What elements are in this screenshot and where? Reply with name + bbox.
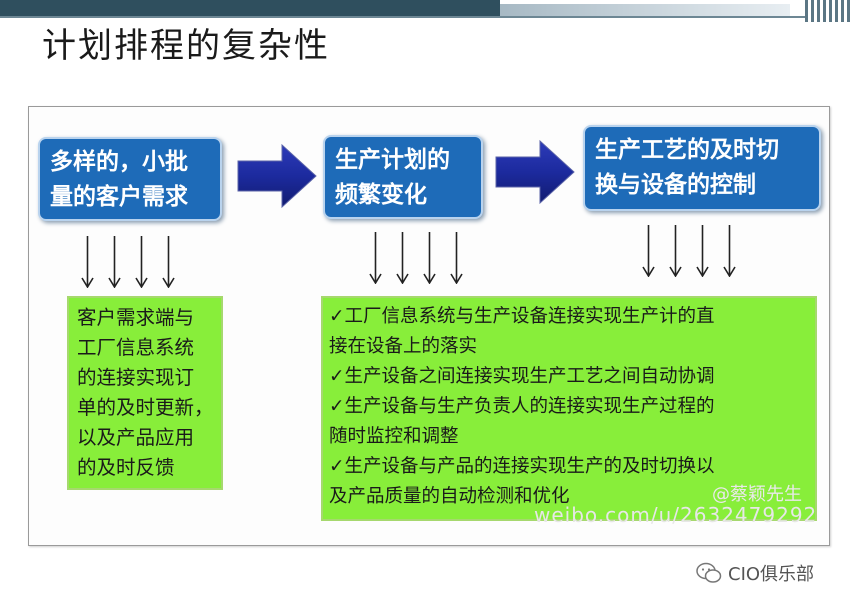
right-arrow-icon	[495, 139, 575, 205]
down-arrow-icon	[642, 225, 655, 277]
down-arrow-icon	[81, 236, 94, 288]
detail-line: ✓生产设备之间连接实现生产工艺之间自动协调	[329, 366, 715, 387]
down-arrow-icon	[162, 236, 175, 288]
box-line: 频繁变化	[335, 182, 427, 208]
detail-line: ✓生产设备与生产负责人的连接实现生产过程的	[329, 396, 715, 417]
header-divider	[0, 16, 850, 18]
detail-line: 工厂信息系统	[77, 336, 195, 359]
detail-line: 随时监控和调整	[329, 426, 459, 447]
box-line: 生产计划的	[335, 147, 450, 173]
plan-change-box: 生产计划的 频繁变化	[323, 135, 483, 219]
detail-line: 的连接实现订	[77, 366, 195, 389]
header-bar	[0, 0, 500, 16]
watermark-handle: @蔡颖先生	[712, 484, 802, 505]
down-arrow-icon	[669, 225, 682, 277]
down-arrow-icon	[396, 232, 409, 284]
box-line: 换与设备的控制	[595, 172, 756, 198]
process-switch-box: 生产工艺的及时切 换与设备的控制	[583, 125, 821, 211]
right-arrow-icon	[237, 143, 317, 209]
production-link-detail: ✓工厂信息系统与生产设备连接实现生产计的直 接在设备上的落实 ✓生产设备之间连接…	[321, 296, 817, 521]
brand-name: CIO俱乐部	[728, 564, 815, 585]
detail-line: ✓生产设备与产品的连接实现生产的及时切换以	[329, 456, 715, 477]
down-arrow-icon	[369, 232, 382, 284]
box-line: 生产工艺的及时切	[595, 137, 779, 163]
detail-line: 及产品质量的自动检测和优化	[329, 486, 570, 507]
down-arrow-icon	[108, 236, 121, 288]
down-arrows-right	[640, 225, 738, 277]
wechat-icon	[696, 562, 722, 583]
detail-line: 的及时反馈	[77, 456, 175, 479]
down-arrows-middle	[367, 232, 465, 284]
customer-demand-box: 多样的，小批 量的客户需求	[38, 137, 222, 221]
detail-line: 接在设备上的落实	[329, 336, 478, 357]
brand-footer: CIO俱乐部	[696, 560, 814, 586]
header-gradient-bar	[500, 4, 790, 16]
down-arrows-left	[79, 236, 177, 288]
page-title: 计划排程的复杂性	[42, 26, 330, 66]
down-arrow-icon	[696, 225, 709, 277]
header-stripes	[805, 0, 850, 22]
box-line: 量的客户需求	[50, 184, 188, 210]
detail-line: ✓工厂信息系统与生产设备连接实现生产计的直	[329, 306, 715, 327]
detail-line: 客户需求端与	[77, 306, 195, 329]
down-arrow-icon	[723, 225, 736, 277]
detail-line: 以及产品应用	[77, 426, 195, 449]
down-arrow-icon	[423, 232, 436, 284]
box-line: 多样的，小批	[50, 149, 188, 175]
down-arrow-icon	[450, 232, 463, 284]
down-arrow-icon	[135, 236, 148, 288]
watermark-url: weibo.com/u/2632479292	[534, 503, 818, 527]
customer-link-detail: 客户需求端与 工厂信息系统 的连接实现订 单的及时更新， 以及产品应用 的及时反…	[67, 296, 223, 490]
detail-line: 单的及时更新，	[77, 396, 214, 419]
